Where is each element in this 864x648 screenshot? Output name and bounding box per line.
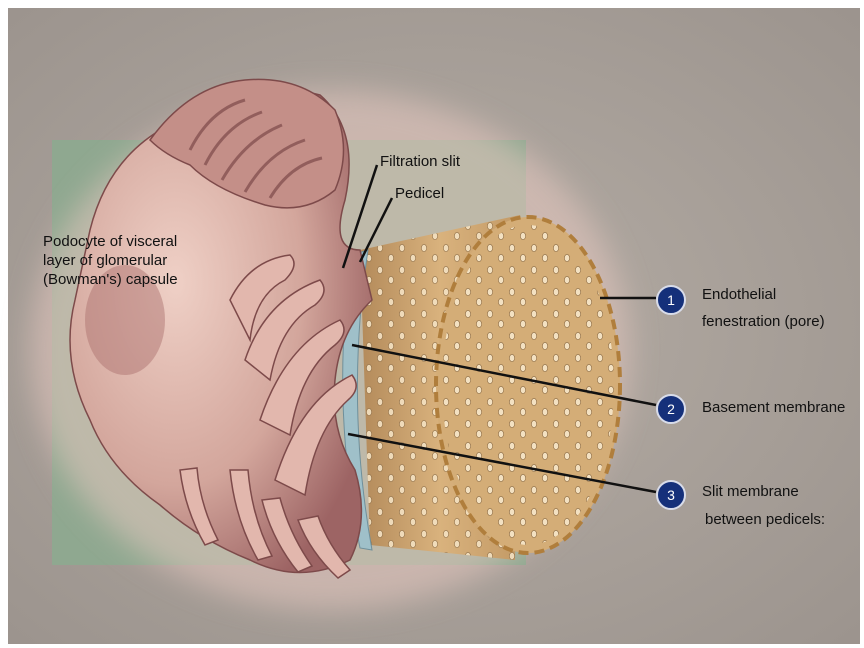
slit-membrane-label-line1: Slit membrane <box>702 482 799 501</box>
podocyte-label-line2: layer of glomerular <box>43 251 167 270</box>
badge-2: 2 <box>656 394 686 424</box>
slit-membrane-label-line2: between pedicels: <box>705 510 825 529</box>
pedicel-label: Pedicel <box>395 184 444 203</box>
filtration-slit-label: Filtration slit <box>380 152 460 171</box>
endothelial-label-line1: Endothelial <box>702 285 776 304</box>
podocyte-label-line1: Podocyte of visceral <box>43 232 177 251</box>
badge-1: 1 <box>656 285 686 315</box>
basement-membrane-label: Basement membrane <box>702 398 845 417</box>
endothelial-label-line2: fenestration (pore) <box>702 312 825 331</box>
badge-3: 3 <box>656 480 686 510</box>
podocyte-label-line3: (Bowman's) capsule <box>43 270 178 289</box>
capillary-end-pores <box>442 225 614 545</box>
